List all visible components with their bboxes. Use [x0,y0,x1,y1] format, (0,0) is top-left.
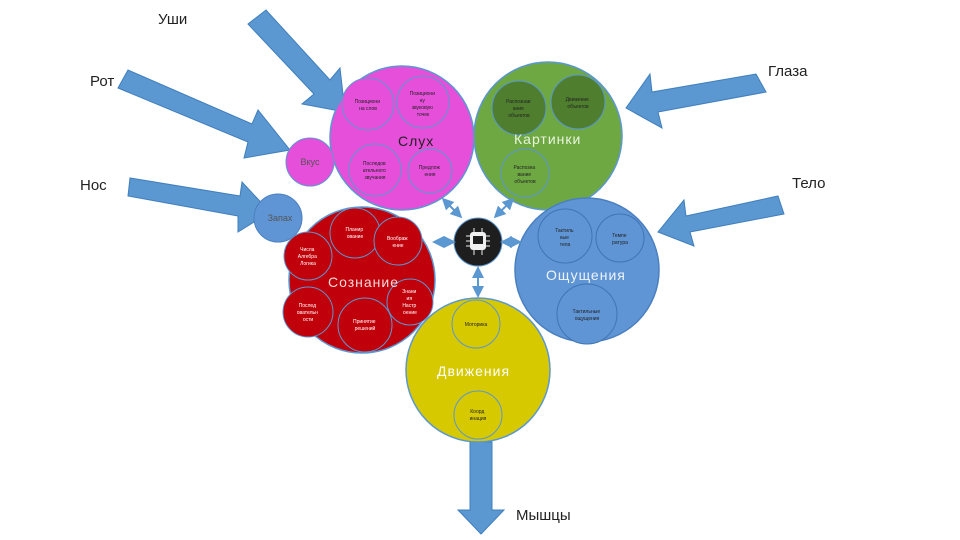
arrow-mouth [117,69,291,159]
link-pictures [493,197,515,219]
movement-sub-2: Коорд инация [470,409,487,422]
hearing-sub-4: Предлож ения [419,165,441,178]
arrow-ears [247,9,346,113]
smell-title: Запах [268,213,293,223]
link-arrows [432,197,522,298]
pictures-sub-2: Движение объектов [566,97,591,110]
pictures-title: Картинки [514,131,581,147]
circle-smell: Запах [253,193,303,243]
consciousness-sub-1: Планир ование [345,227,364,240]
label-ears: Уши [158,11,187,28]
hearing-sub-2: Позициони ну звуковую точек [410,91,437,118]
hearing-sub-1: Позициони на слов [355,99,382,112]
circle-hearing: Позициони на слов Позициони ну звуковую … [329,65,475,211]
movement-sub-1: Моторика [465,322,488,328]
hearing-title: Слух [398,133,434,149]
link-hearing [441,197,463,219]
arrow-muscles [456,441,506,535]
consciousness-sub-4: Послед овательн ости [297,303,320,323]
consciousness-title: Сознание [328,274,399,290]
label-body: Тело [792,175,825,192]
arrow-nose [127,177,271,233]
brain-chip-icon [466,228,490,255]
circle-consciousness: Планир ование Воображ ение Числа Алгебра… [282,206,436,354]
sensations-sub-2: Темпе ратура [612,233,628,246]
circle-pictures: Распознав ание объектов Движение объекто… [473,61,623,211]
sensations-sub-1: Тактиль ные тела [555,228,575,248]
pictures-sub-3: Распозна вание объектов [513,165,536,185]
pictures-sub-1: Распознав ание объектов [506,99,532,119]
consciousness-sub-5: Принятие решений [353,319,377,332]
arrow-eyes [625,72,767,129]
movement-title: Движения [437,363,510,379]
core [453,217,503,267]
arrow-body [657,195,785,247]
circle-taste: Вкус [285,137,335,187]
consciousness-sub-6: Знани ия Настр оение [402,289,418,316]
circle-sensations: Тактиль ные тела Темпе ратура Тактильные… [514,197,660,345]
hearing-sub-3: Последов ательного звучания [363,161,387,181]
label-nose: Нос [80,177,107,194]
sensations-title: Ощущения [546,267,626,283]
sensations-sub-3: Тактильные ощущения [573,309,602,322]
circle-movement: Моторика Коорд инация Движения [405,297,551,443]
label-eyes: Глаза [768,63,808,80]
consciousness-sub-3: Числа Алгебра Логика [298,247,319,267]
label-muscles: Мышцы [516,507,571,524]
taste-title: Вкус [301,157,320,167]
label-mouth: Рот [90,73,114,90]
consciousness-sub-2: Воображ ение [387,236,409,249]
